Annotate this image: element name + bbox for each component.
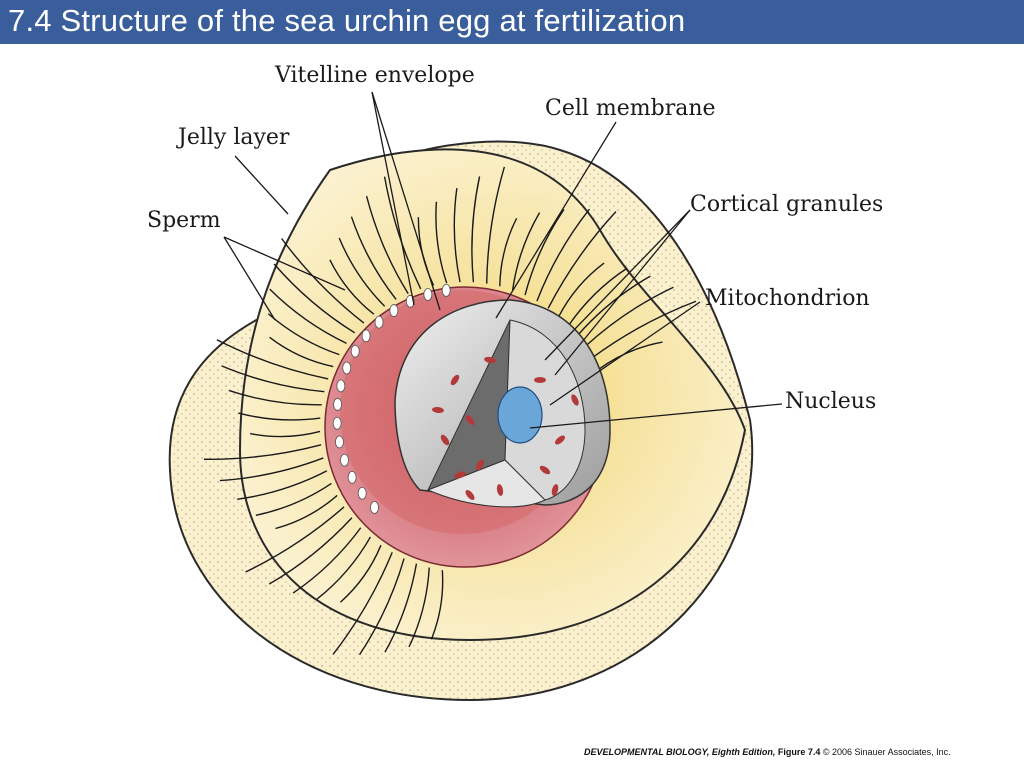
sperm-tail xyxy=(558,262,605,317)
sperm-tail xyxy=(269,288,347,345)
cortical-granule xyxy=(342,361,352,375)
sperm-tail xyxy=(499,217,518,287)
cortical-granule xyxy=(374,315,384,329)
sperm-tail xyxy=(547,211,617,309)
sperm-tail xyxy=(597,341,663,371)
sperm-tail xyxy=(203,444,322,460)
sperm-tail xyxy=(228,389,322,406)
sperm-tail xyxy=(338,237,386,307)
sperm-tail xyxy=(216,339,329,380)
mitochondrion xyxy=(534,377,546,383)
label-nucleus: Nucleus xyxy=(785,389,877,414)
sperm-tail xyxy=(567,267,628,326)
sperm-tail xyxy=(292,527,362,594)
sperm-tail xyxy=(275,494,338,530)
sperm-tail xyxy=(358,558,405,656)
mitochondrion xyxy=(555,435,565,445)
sperm-tail xyxy=(486,166,506,284)
sperm-tail xyxy=(584,286,674,347)
cortical-granule xyxy=(336,379,346,393)
credit-figure: Figure 7.4 xyxy=(777,747,821,757)
sperm-tail xyxy=(219,457,324,482)
label-jelly-layer: Jelly layer xyxy=(178,125,290,150)
mitochondrion xyxy=(454,471,466,479)
mitochondrion xyxy=(465,415,475,425)
mitochondrion xyxy=(539,465,551,475)
sperm-tail xyxy=(536,208,591,302)
sperm-tail xyxy=(471,176,481,283)
sperm-tail xyxy=(384,563,418,653)
sperm-tail xyxy=(237,470,328,500)
mitochondrion xyxy=(432,406,444,414)
sperm-tail xyxy=(238,412,321,421)
sperm-tail xyxy=(249,430,321,438)
sperm-tail xyxy=(435,201,448,284)
title-bar: 7.4 Structure of the sea urchin egg at f… xyxy=(0,0,1024,44)
sperm-tail xyxy=(430,570,444,640)
sperm-tail xyxy=(576,275,651,336)
cortical-granule xyxy=(335,435,344,449)
cortical-granule xyxy=(441,283,451,297)
mitochondrion xyxy=(496,484,504,496)
sperm-tail xyxy=(350,216,397,300)
sperm-tails xyxy=(203,166,697,656)
label-cell-membrane: Cell membrane xyxy=(545,96,716,121)
sperm-tail xyxy=(591,300,697,359)
slide-title: 7.4 Structure of the sea urchin egg at f… xyxy=(8,3,686,38)
mitochondrion xyxy=(571,394,579,406)
credit-book: DEVELOPMENTAL BIOLOGY, Eighth Edition, xyxy=(584,747,776,757)
cortical-granule xyxy=(357,486,367,500)
sperm-tail xyxy=(245,506,345,573)
cortical-granule xyxy=(389,304,399,317)
mitochondrion xyxy=(551,484,559,496)
nucleus-shape xyxy=(497,386,543,444)
sperm-tail xyxy=(221,365,325,393)
mitochondrion xyxy=(476,459,484,471)
mitochondrion xyxy=(440,434,450,446)
sea-urchin-egg-diagram xyxy=(168,91,783,702)
sperm-tail xyxy=(332,552,393,655)
sperm-tail xyxy=(281,238,365,324)
label-cortical-granules: Cortical granules xyxy=(690,192,884,217)
sperm-tail xyxy=(453,188,461,283)
sperm-tail xyxy=(408,567,430,648)
sperm-tail xyxy=(269,336,334,368)
label-mitochondrion: Mitochondrion xyxy=(705,286,870,311)
mitochondrion xyxy=(465,490,475,500)
sperm-tail xyxy=(339,544,382,603)
label-vitelline-envelope: Vitelline envelope xyxy=(275,63,475,88)
cortical-granule xyxy=(333,398,343,411)
cortical-granule xyxy=(347,470,357,484)
sperm-tail xyxy=(329,259,375,315)
cortical-granules-outer xyxy=(332,283,451,514)
cortical-granule xyxy=(423,288,433,301)
mitochondrion xyxy=(450,374,460,386)
leader-lines xyxy=(223,91,783,429)
sperm-tail xyxy=(268,517,353,585)
sperm-tail xyxy=(365,195,409,294)
mitochondrion xyxy=(484,356,496,364)
credit-copyright: © 2006 Sinauer Associates, Inc. xyxy=(822,747,951,757)
cortical-granule xyxy=(350,344,360,358)
cortical-granule xyxy=(332,416,342,430)
sperm-tail xyxy=(316,536,372,600)
sperm-tail xyxy=(524,209,565,296)
sperm-tail xyxy=(273,263,356,334)
figure-credit: DEVELOPMENTAL BIOLOGY, Eighth Edition, F… xyxy=(584,747,951,757)
sperm-tail xyxy=(255,482,332,516)
sperm-tail xyxy=(383,176,422,290)
cell-cutaway xyxy=(394,299,611,508)
mitochondria xyxy=(432,356,579,500)
cortical-granule xyxy=(370,501,379,514)
label-sperm: Sperm xyxy=(147,208,221,233)
cortical-granule xyxy=(361,329,371,343)
cortical-granule xyxy=(340,453,349,467)
sperm-tail xyxy=(511,212,541,291)
